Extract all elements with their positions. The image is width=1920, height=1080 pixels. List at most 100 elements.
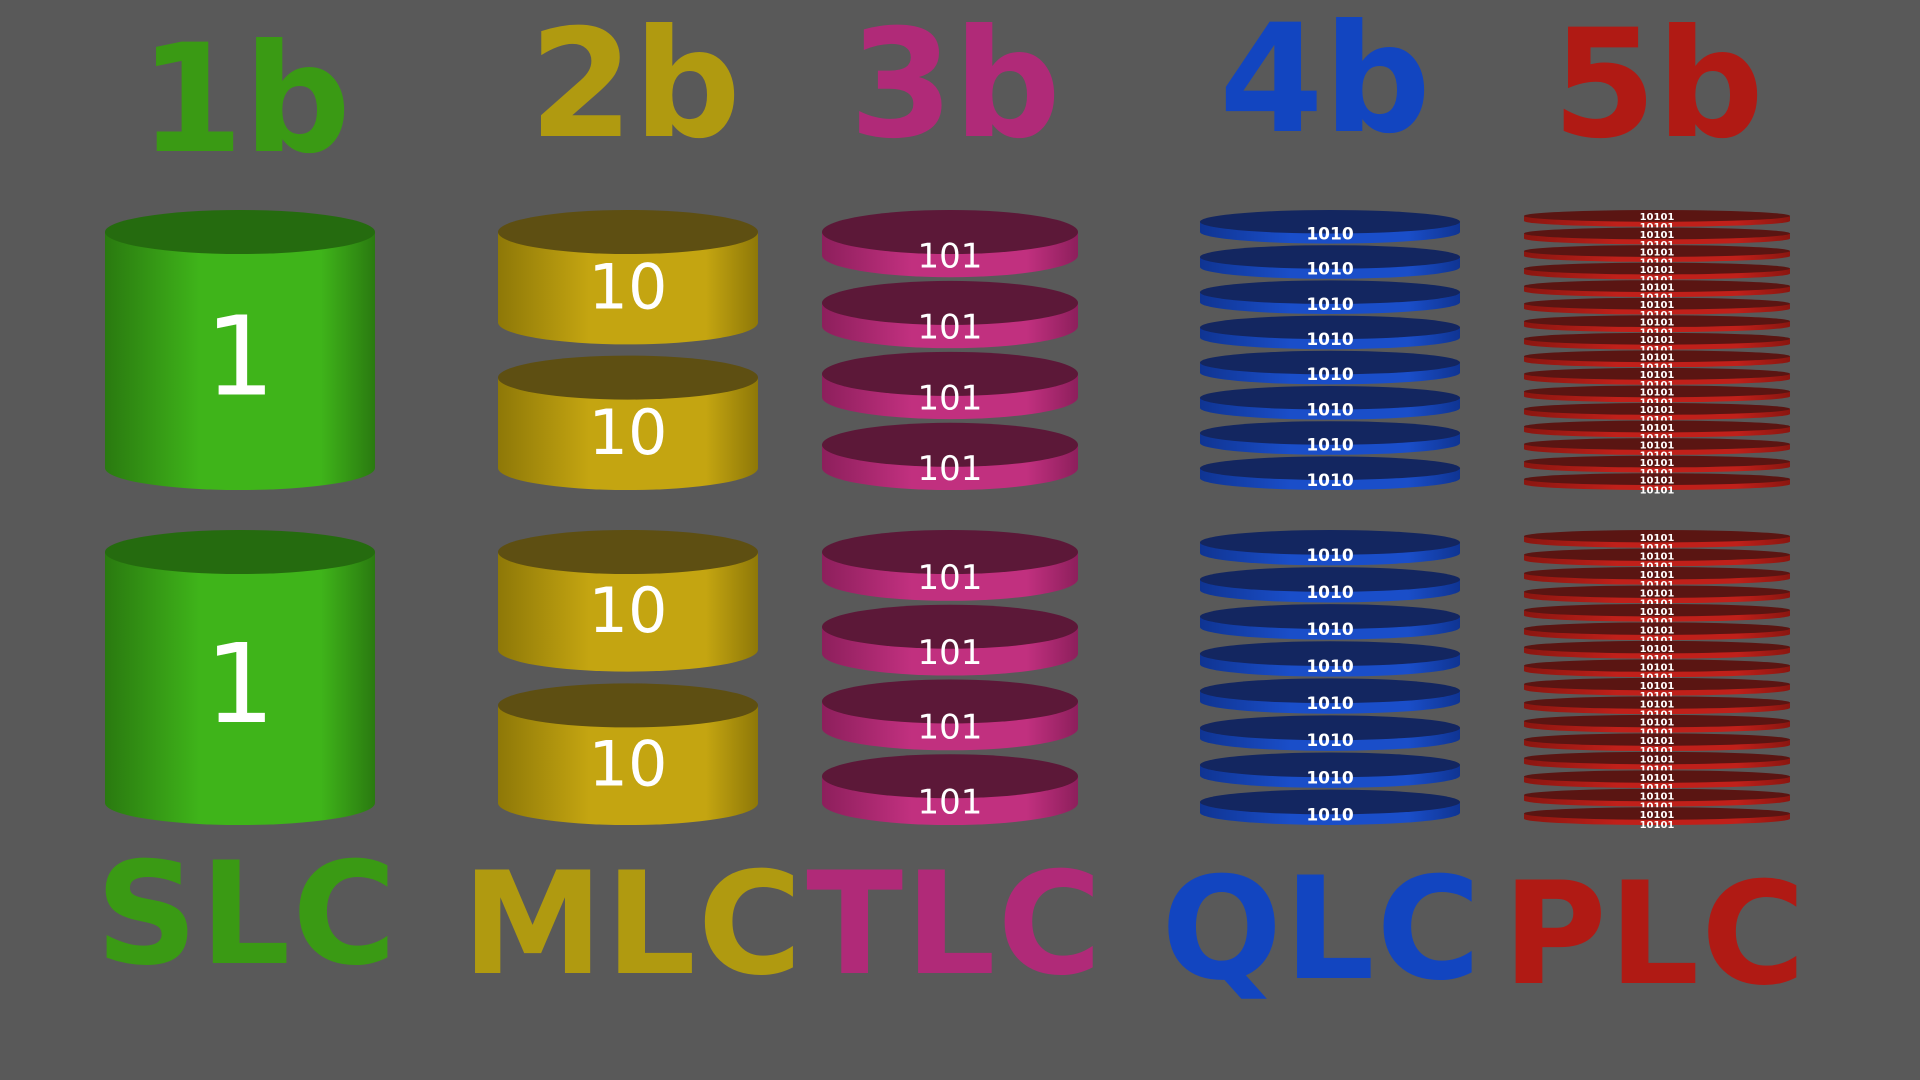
qlc-disk-top: [1200, 386, 1460, 410]
plc-disk-top: [1524, 420, 1790, 433]
qlc-cell-disk: 1010: [1200, 280, 1460, 315]
plc-disk-value: 10101: [1640, 746, 1675, 757]
slc-disk-value: 1: [205, 620, 275, 748]
plc-disk-value: 10101: [1640, 765, 1675, 776]
qlc-disk-top: [1200, 715, 1460, 741]
mlc-disk-body: [498, 377, 758, 490]
mlc-disk-top: [498, 355, 758, 400]
slc-disk-top: [105, 210, 375, 254]
plc-disk-value: 10101: [1640, 783, 1675, 794]
tlc-disk-top: [822, 754, 1078, 799]
qlc-cell-disk: 1010: [1200, 245, 1460, 280]
qlc-disk-top: [1200, 210, 1460, 234]
mlc-cell-disk: 10: [498, 530, 758, 672]
mlc-disk-top: [498, 530, 758, 574]
plc-disk-top: [1524, 280, 1790, 292]
plc-disk-value: 10101: [1640, 635, 1675, 646]
plc-disk-value: 10101: [1640, 485, 1675, 496]
plc-disk-top: [1524, 262, 1790, 275]
qlc-cell-disk: 1010: [1200, 386, 1460, 420]
plc-bits-label: 5b: [1552, 0, 1764, 172]
qlc-disk-top: [1200, 245, 1460, 269]
plc-disk-value: 10101: [1640, 691, 1675, 702]
tlc-disk-top: [822, 679, 1078, 724]
plc-disk-value: 10101: [1640, 654, 1675, 665]
plc-disk-value: 10101: [1640, 388, 1675, 399]
slc-bits-label: 1b: [139, 13, 351, 187]
plc-disk-value: 10101: [1640, 625, 1675, 636]
tlc-type-label: TLC: [806, 842, 1104, 1007]
tlc-cell-disk: 101: [822, 754, 1078, 825]
qlc-bits-label: 4b: [1219, 0, 1431, 167]
plc-disk-value: 10101: [1640, 598, 1675, 609]
qlc-cell-disk: 1010: [1200, 567, 1460, 603]
qlc-disk-top: [1200, 456, 1460, 480]
qlc-disk-value: 1010: [1306, 436, 1353, 456]
slc-type-label: SLC: [95, 832, 399, 997]
qlc-disk-value: 1010: [1306, 330, 1353, 350]
plc-disk-value: 10101: [1640, 533, 1675, 544]
tlc-disk-value: 101: [918, 558, 983, 598]
qlc-disk-top: [1200, 350, 1460, 375]
plc-disk-value: 10101: [1640, 370, 1675, 381]
tlc-cell-disk: 101: [822, 422, 1078, 490]
qlc-cell-disk: 1010: [1200, 210, 1460, 244]
tlc-disk-top: [822, 422, 1078, 467]
qlc-cell-disk: 1010: [1200, 715, 1460, 751]
plc-disk-value: 10101: [1640, 551, 1675, 562]
plc-disk-top: [1524, 210, 1790, 222]
qlc-disk-value: 1010: [1306, 583, 1353, 603]
qlc-cell-disk: 1010: [1200, 789, 1460, 825]
slc-disk-value: 1: [205, 293, 275, 421]
qlc-cell-disk: 1010: [1200, 752, 1460, 788]
tlc-cell-disk: 101: [822, 280, 1078, 349]
plc-disk-value: 10101: [1640, 617, 1675, 628]
plc-disk-top: [1524, 566, 1790, 580]
qlc-disk-value: 1010: [1306, 546, 1353, 566]
qlc-disk-value: 1010: [1306, 365, 1353, 385]
plc-type-label: PLC: [1502, 852, 1808, 1017]
qlc-disk-top: [1200, 530, 1460, 555]
tlc-cell-disk: 101: [822, 604, 1078, 676]
qlc-cell-disk: 1010: [1200, 315, 1460, 350]
plc-disk-top: [1524, 385, 1790, 398]
qlc-disk-value: 1010: [1306, 657, 1353, 677]
plc-disk-top: [1524, 367, 1790, 380]
plc-disk-value: 10101: [1640, 681, 1675, 692]
tlc-cell-disk: 101: [822, 210, 1078, 278]
plc-disk-top: [1524, 350, 1790, 363]
tlc-disk-top: [822, 351, 1078, 396]
mlc-disk-value: 10: [589, 251, 668, 324]
plc-disk-top: [1524, 622, 1790, 635]
plc-disk-value: 10101: [1640, 458, 1675, 469]
plc-disk-top: [1524, 733, 1790, 746]
plc-disk-value: 10101: [1640, 588, 1675, 599]
plc-disk-top: [1524, 297, 1790, 310]
plc-disk-value: 10101: [1640, 561, 1675, 572]
plc-disk-top: [1524, 585, 1790, 598]
qlc-disk-top: [1200, 752, 1460, 778]
qlc-type-label: QLC: [1161, 847, 1483, 1012]
plc-disk-value: 10101: [1640, 300, 1675, 311]
plc-disk-value: 10101: [1640, 607, 1675, 618]
plc-disk-value: 10101: [1640, 672, 1675, 683]
plc-disk-value: 10101: [1640, 802, 1675, 813]
slc-disk-body: [105, 552, 375, 825]
slc-cell-stack: 11: [105, 210, 375, 825]
mlc-cell-disk: 10: [498, 683, 758, 825]
qlc-disk-value: 1010: [1306, 260, 1353, 280]
plc-disk-value: 10101: [1640, 212, 1675, 223]
tlc-cell-disk: 101: [822, 351, 1078, 420]
